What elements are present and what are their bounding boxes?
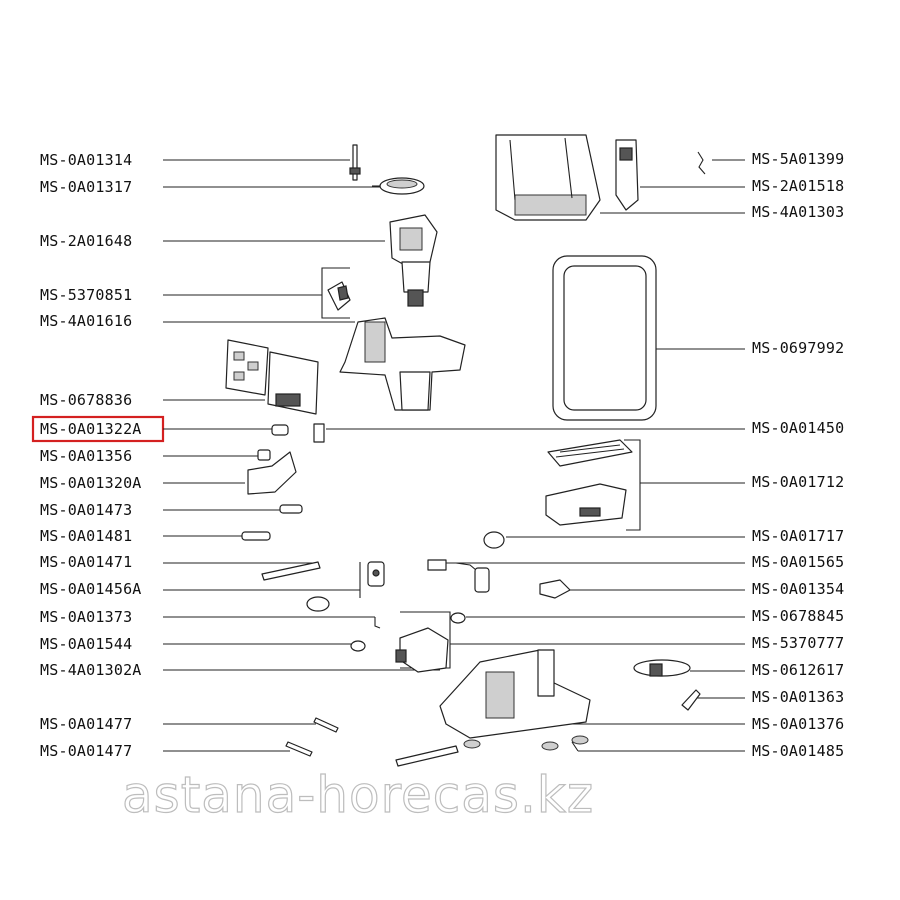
label-left-18: MS-0A01477 xyxy=(40,742,132,760)
label-right-10: MS-0678845 xyxy=(752,607,844,625)
label-right-7: MS-0A01717 xyxy=(752,527,844,545)
part-long-rod xyxy=(261,561,321,581)
label-right-1: MS-5A01399 xyxy=(752,150,844,168)
part-flat-gear xyxy=(372,177,425,195)
part-pin xyxy=(349,144,361,181)
label-left-8: MS-0A01356 xyxy=(40,447,132,465)
part-motor-assembly xyxy=(389,214,438,307)
part-door-panel xyxy=(552,255,657,421)
label-right-14: MS-0A01376 xyxy=(752,715,844,733)
part-sensor xyxy=(427,559,447,571)
label-right-15: MS-0A01485 xyxy=(752,742,844,760)
label-left-15: MS-0A01544 xyxy=(40,635,132,653)
part-pin-small-2 xyxy=(285,741,313,757)
label-right-6: MS-0A01712 xyxy=(752,473,844,491)
part-small-block xyxy=(313,423,325,443)
label-left-14: MS-0A01373 xyxy=(40,608,132,626)
label-left-6: MS-0678836 xyxy=(40,391,132,409)
part-nozzle xyxy=(474,567,490,593)
label-left-16: MS-4A01302A xyxy=(40,661,142,679)
label-right-13: MS-0A01363 xyxy=(752,688,844,706)
label-left-13: MS-0A01456A xyxy=(40,580,142,598)
part-o-ring xyxy=(306,596,330,612)
label-left-3: MS-2A01648 xyxy=(40,232,132,250)
part-pin-small-1 xyxy=(313,717,339,733)
part-connector xyxy=(539,579,571,599)
part-circuit-board xyxy=(225,339,319,415)
leader-lines-right xyxy=(326,159,745,752)
part-lever xyxy=(681,689,701,711)
label-left-11: MS-0A01481 xyxy=(40,527,132,545)
label-right-9: MS-0A01354 xyxy=(752,580,844,598)
label-left-1: MS-0A01314 xyxy=(40,151,132,169)
label-right-2: MS-2A01518 xyxy=(752,177,844,195)
part-small-cylinder xyxy=(271,424,289,436)
label-right-3: MS-4A01303 xyxy=(752,203,844,221)
part-base xyxy=(439,649,591,739)
label-left-2: MS-0A01317 xyxy=(40,178,132,196)
part-top-bracket xyxy=(615,139,639,211)
part-drip-grid xyxy=(547,439,633,467)
part-cable xyxy=(633,659,691,677)
part-feet xyxy=(463,735,589,751)
label-left-4: MS-5370851 xyxy=(40,286,132,304)
label-left-10: MS-0A01473 xyxy=(40,501,132,519)
part-top-cover xyxy=(495,134,601,221)
part-drip-tray xyxy=(545,483,627,526)
leader-lines-left xyxy=(163,159,440,752)
watermark: astana-horecas.kz xyxy=(122,766,594,824)
label-left-9: MS-0A01320A xyxy=(40,474,142,492)
label-left-17: MS-0A01477 xyxy=(40,715,132,733)
part-clip xyxy=(327,281,351,311)
label-left-5: MS-4A01616 xyxy=(40,312,132,330)
label-left-12: MS-0A01471 xyxy=(40,553,132,571)
label-right-5: MS-0A01450 xyxy=(752,419,844,437)
label-right-4: MS-0697992 xyxy=(752,339,844,357)
label-right-12: MS-0612617 xyxy=(752,661,844,679)
part-frame-housing xyxy=(339,317,466,411)
part-pump xyxy=(395,627,449,673)
part-seal xyxy=(450,612,466,624)
part-washer xyxy=(350,640,366,652)
part-rod-2 xyxy=(241,531,271,541)
part-support xyxy=(367,561,385,587)
label-right-11: MS-5370777 xyxy=(752,634,844,652)
part-valve-body xyxy=(247,449,297,495)
part-rod-base xyxy=(395,745,459,767)
part-rod-1 xyxy=(279,504,303,514)
label-left-7-highlighted: MS-0A01322A xyxy=(40,420,142,438)
part-spring xyxy=(697,151,706,175)
part-float xyxy=(483,531,505,549)
label-right-8: MS-0A01565 xyxy=(752,553,844,571)
